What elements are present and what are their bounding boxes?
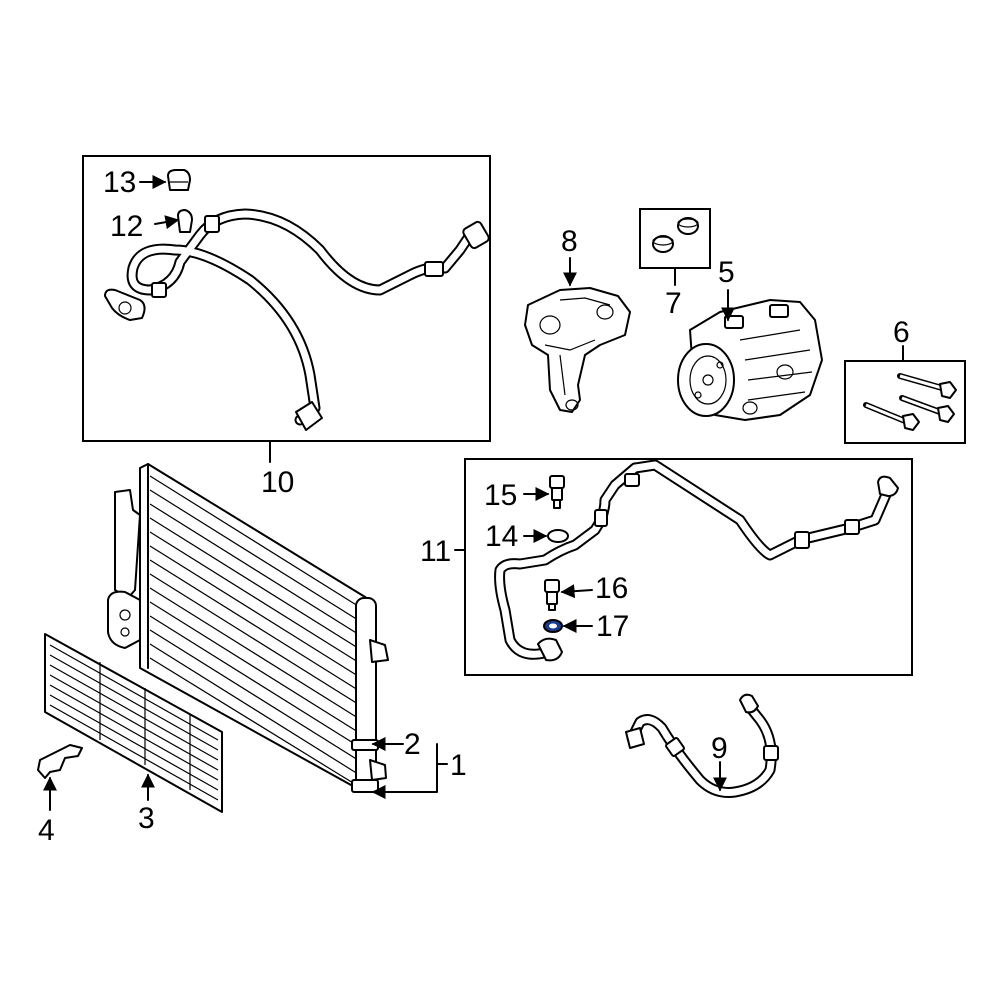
condenser-1[interactable] (107, 463, 389, 793)
callout-14: 14 (485, 520, 518, 553)
discharge-hose-9[interactable] (625, 693, 779, 798)
bolt (899, 395, 955, 423)
callout-5: 5 (718, 256, 735, 289)
leader-lines (43, 175, 904, 811)
callout-10: 10 (261, 466, 294, 499)
service-cap-13[interactable] (167, 169, 191, 191)
group-box-6 (844, 360, 966, 444)
callout-16: 16 (595, 572, 628, 605)
group-box-11 (464, 458, 913, 676)
pressure-sensor-15[interactable] (549, 475, 565, 509)
liquid-line-group-11[interactable] (464, 458, 913, 676)
ac-compressor-5[interactable] (677, 299, 823, 421)
bolt (863, 402, 920, 431)
group-box-10 (82, 155, 491, 442)
seal-17[interactable] (543, 619, 563, 633)
callout-12: 12 (110, 210, 143, 243)
o-ring-14[interactable] (547, 529, 569, 543)
air-guide-panel-3[interactable] (44, 633, 223, 813)
retainer-clip-4[interactable] (37, 744, 83, 779)
callout-13: 13 (103, 166, 136, 199)
bolt-kit-group-6[interactable] (844, 360, 966, 444)
callout-7: 7 (665, 287, 682, 320)
callout-3: 3 (138, 802, 155, 835)
condenser-fins (149, 475, 359, 787)
compressor-bracket-8[interactable] (524, 287, 631, 413)
hose-assembly-group-10[interactable] (82, 155, 491, 442)
callout-17: 17 (596, 610, 629, 643)
cap-kit-group-7[interactable] (639, 208, 711, 269)
callout-2: 2 (404, 728, 421, 761)
group-box-7 (639, 208, 711, 269)
callout-6: 6 (893, 316, 910, 349)
callout-11: 11 (420, 535, 451, 568)
service-valve-12[interactable] (177, 209, 193, 233)
callout-15: 15 (484, 479, 517, 512)
bolt (897, 373, 957, 399)
callout-4: 4 (38, 814, 55, 847)
pressure-switch-16[interactable] (544, 579, 560, 611)
callout-8: 8 (561, 225, 578, 258)
callout-9: 9 (711, 732, 728, 765)
callout-1: 1 (450, 749, 467, 782)
panel-louvers (49, 644, 219, 801)
